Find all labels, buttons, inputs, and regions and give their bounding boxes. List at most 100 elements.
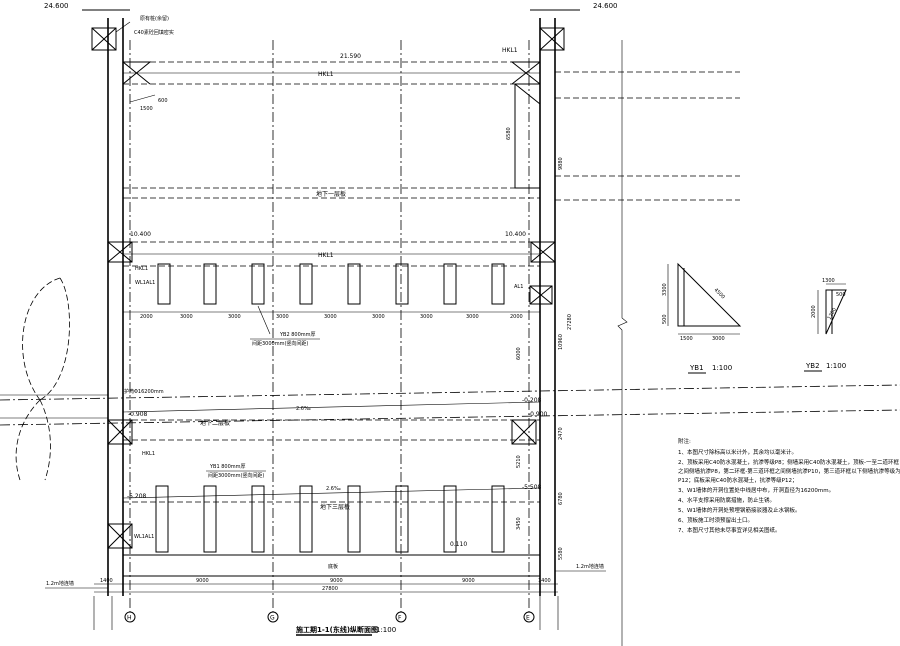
elev-10400-right: 10.400 xyxy=(505,231,526,238)
floor-b1-label: 地下一层板 xyxy=(316,190,346,198)
dim-27280: 27280 xyxy=(567,314,573,330)
dim-upper-3: 3000 xyxy=(276,314,289,320)
top-annot-2: C40素砼回填密实 xyxy=(134,29,174,36)
b2-cross-right xyxy=(511,419,537,445)
slope-lower: 2.6‰ xyxy=(326,486,341,492)
note-4: P12；底板采用C40防水混凝土，抗渗等级P12； xyxy=(678,476,797,484)
wl1al1-lower: WL1AL1 xyxy=(134,534,154,540)
yb2-note-1: YB2 800mm厚 xyxy=(279,332,316,338)
yb2-scale: 1:100 xyxy=(826,362,846,370)
yb1-dim-500: 500 xyxy=(662,314,668,324)
hkl1-mid: HKL1 xyxy=(318,252,334,259)
mid-cross-left xyxy=(107,241,133,263)
note-7: 5、W1墙体的开洞处预埋钢筋接驳器及止水钢板。 xyxy=(678,506,800,514)
mid-beam xyxy=(123,241,540,267)
break-lines xyxy=(555,40,740,646)
dim-lower-3: 9000 xyxy=(462,578,475,584)
dim-upper-1: 3000 xyxy=(180,314,193,320)
top-cap-left xyxy=(82,9,130,51)
dim-upper-7: 3000 xyxy=(466,314,479,320)
yb2-dim-2000: 2000 xyxy=(811,305,817,318)
yb1-dim-1500: 1500 xyxy=(680,336,693,342)
dim-6580: 6580 xyxy=(506,127,512,140)
pile-note: 护筒Φ16200mm xyxy=(124,388,164,395)
yb2-columns xyxy=(157,263,505,305)
yb1-columns xyxy=(155,485,505,553)
mid-cross-right xyxy=(530,241,556,263)
axis-grid xyxy=(129,40,530,612)
dim-1500: 1500 xyxy=(140,106,153,112)
hkl1-lower: HKL1 xyxy=(142,451,155,457)
top-cap-right xyxy=(530,9,580,51)
dim-6000-v: 6000 xyxy=(516,347,522,360)
yb2-dim-1300: 1300 xyxy=(822,278,835,284)
wall-thk-right: 1.2m地连墙 xyxy=(576,563,604,570)
right-wall xyxy=(539,18,559,630)
elev-21590: 21.590 xyxy=(340,53,361,60)
note-8: 6、顶板施工时须预留出土口。 xyxy=(678,516,753,524)
axis-e: E xyxy=(526,615,530,622)
bottom-slab xyxy=(123,554,540,577)
dim-upper-2: 3000 xyxy=(228,314,241,320)
axis-h: H xyxy=(127,615,132,622)
yb2-dim-500: 500 xyxy=(836,292,846,298)
note-6: 4、水平支撑采用防腐措施，防止生锈。 xyxy=(678,496,775,504)
bottom-slab-label: 底板 xyxy=(328,563,338,570)
axis-f: F xyxy=(398,615,402,622)
yb2-detail xyxy=(817,283,847,335)
axis-bubbles xyxy=(124,611,535,623)
dim-lower-4: 1400 xyxy=(538,578,551,584)
yb2-dim-1200: 1200 xyxy=(827,307,839,321)
drawing-title: 施工期1-1(东线)纵断面图 xyxy=(296,625,378,634)
note-2: 2、顶板采用C40防水混凝土，抗渗等级P8；侧墙采用C40防水混凝土，顶板-一至… xyxy=(678,458,899,466)
dim-6780: 6780 xyxy=(558,492,564,505)
hkl1-top-right: HKL1 xyxy=(502,47,518,54)
upper-beam-hkl1 xyxy=(123,61,540,85)
tunnel-outline-left xyxy=(0,277,108,481)
floor-b2-label: 地下二层板 xyxy=(200,419,230,427)
axis-g: G xyxy=(270,615,275,622)
hkl1-left: HKL1 xyxy=(135,266,148,272)
left-wall xyxy=(93,18,124,630)
dim-10960: 10960 xyxy=(558,334,564,350)
elev-10400-left: 10.400 xyxy=(130,231,151,238)
yb1-title: YB1 xyxy=(689,364,704,372)
wall-thk-left: 1.2m地连墙 xyxy=(46,580,74,587)
dims-upper: 2000 3000 3000 3000 3000 3000 3000 3000 … xyxy=(123,311,540,320)
elev-0200: -0.208 xyxy=(522,397,542,404)
yb2-title: YB2 xyxy=(805,362,820,370)
floor-b1 xyxy=(123,187,540,199)
elev-5508: -5.508 xyxy=(522,484,542,491)
note-1: 1、本图尺寸除标高以米计外，其余均以毫米计。 xyxy=(678,448,797,456)
note-9: 7、本图尺寸其他未尽事宜详见相关图纸。 xyxy=(678,526,781,534)
dim-3450: 3450 xyxy=(516,517,522,530)
yb1-dim-3000: 3000 xyxy=(712,336,725,342)
elev-0900: -0.900 xyxy=(528,411,548,418)
dim-5580: 5580 xyxy=(558,547,564,560)
b2-cross-left xyxy=(107,419,133,445)
elev-0908: -0.908 xyxy=(128,411,148,418)
note-5: 3、W1墙体的开洞位置处中线居中布，开洞直径为16200mm。 xyxy=(678,486,834,494)
note-3: 之间侧墙抗渗P8，第二环框-第三道环框之间侧墙抗渗P10，第三道环框以下侧墙抗渗… xyxy=(678,467,900,475)
elev-0110: 0.110 xyxy=(450,541,467,548)
dim-9880: 9880 xyxy=(558,157,564,170)
yb1-dim-4500: 4500 xyxy=(713,287,726,300)
b3-cross-left xyxy=(107,523,133,549)
dim-2470: 2470 xyxy=(558,427,564,440)
tunnel-slope-lines xyxy=(0,384,900,426)
slope-upper: 2.6‰ xyxy=(296,406,311,412)
dim-5210: 5210 xyxy=(516,455,522,468)
yb2-note-2: 间距3000mm(竖向间距) xyxy=(252,340,308,347)
floor-b2 xyxy=(123,419,540,441)
yb1-scale: 1:100 xyxy=(712,364,732,372)
dims-lower: 1400 9000 9000 9000 1400 27800 xyxy=(94,578,558,593)
top-annot-1: 原有桩(余留) xyxy=(140,15,169,22)
hkl1-top-mid: HKL1 xyxy=(318,71,334,78)
dim-upper-0: 2000 xyxy=(140,314,153,320)
notes-heading: 附注: xyxy=(678,437,691,445)
elev-top-right: 24.600 xyxy=(593,2,618,10)
dim-upper-6: 3000 xyxy=(420,314,433,320)
elev-top-left: 24.600 xyxy=(44,2,69,10)
wl1al1-upper: WL1AL1 xyxy=(135,280,155,286)
